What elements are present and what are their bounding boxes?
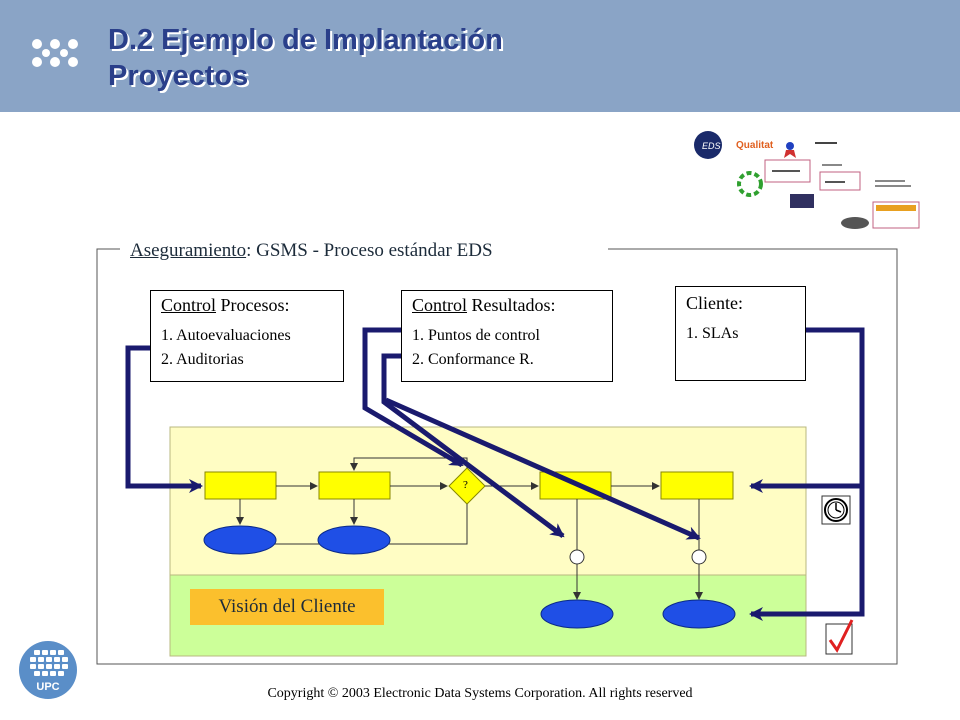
- page-title-line1: D.2 Ejemplo de Implantación: [108, 24, 503, 56]
- control-procesos-item-2: 2. Auditorias: [161, 351, 244, 368]
- decorative-dots-icon: [32, 39, 78, 67]
- control-procesos-arrow: [125, 345, 203, 493]
- output-ellipse-3: [540, 599, 614, 629]
- qualitat-logo-text: Qualitat: [736, 140, 774, 151]
- control-resultados-box: Control Resultados: 1. Puntos de control…: [401, 290, 613, 382]
- decision-label: ?: [463, 479, 468, 491]
- qualitat-diagram-thumbnail: EDS Qualitat: [694, 131, 920, 229]
- frame-label-underlined: Aseguramiento: [130, 240, 247, 261]
- cliente-arrow-vision: [749, 327, 865, 621]
- process-band: [169, 426, 807, 576]
- control-resultados-item-1: 1. Puntos de control: [412, 327, 540, 344]
- cliente-item-1: 1. SLAs: [686, 325, 739, 342]
- copyright-notice: Copyright © 2003 Electronic Data Systems…: [267, 686, 693, 701]
- page-title: D.2 Ejemplo de Implantación Proyectos: [108, 22, 503, 94]
- photo-thumbnail-icon: [790, 194, 814, 208]
- checkpoint-circle-1: [569, 549, 585, 565]
- control-procesos-box: Control Procesos: 1. Autoevaluaciones 2.…: [150, 290, 344, 382]
- output-ellipse-1: [203, 525, 277, 555]
- eds-logo-icon: [694, 131, 722, 159]
- page-title-line2: Proyectos: [108, 60, 249, 92]
- control-resultados-arrow-decision: [362, 327, 464, 468]
- output-ellipse-2: [317, 525, 391, 555]
- checkmark-icon: [825, 619, 854, 655]
- control-resultados-arrow-checkpoint1: [381, 353, 565, 539]
- frame-label: Aseguramiento: GSMS - Proceso estándar E…: [130, 240, 493, 262]
- clock-icon: [821, 495, 851, 525]
- eds-logo-text: EDS: [702, 141, 721, 151]
- process-box-1: [204, 471, 277, 500]
- cliente-title: Cliente:: [686, 293, 743, 313]
- process-box-2: [318, 471, 391, 500]
- upc-logo-icon: UPC: [19, 641, 77, 699]
- control-resultados-item-2: 2. Conformance R.: [412, 351, 534, 368]
- control-procesos-item-1: 1. Autoevaluaciones: [161, 327, 291, 344]
- control-resultados-arrow-checkpoint2: [384, 397, 701, 541]
- client-view-label: Visión del Cliente: [190, 589, 384, 625]
- control-procesos-title: Control Procesos:: [161, 295, 290, 315]
- cliente-box: Cliente: 1. SLAs: [675, 286, 806, 381]
- checkpoint-circle-2: [691, 549, 707, 565]
- cycle-icon: [737, 171, 763, 197]
- frame-label-rest: : GSMS - Proceso estándar EDS: [246, 240, 493, 261]
- tools-icon: [841, 217, 869, 229]
- control-resultados-title: Control Resultados:: [412, 295, 556, 315]
- output-ellipse-4: [662, 599, 736, 629]
- header-bar: [0, 0, 960, 112]
- process-box-4: [660, 471, 734, 500]
- upc-logo-text: UPC: [36, 681, 59, 693]
- assurance-frame: [96, 248, 898, 665]
